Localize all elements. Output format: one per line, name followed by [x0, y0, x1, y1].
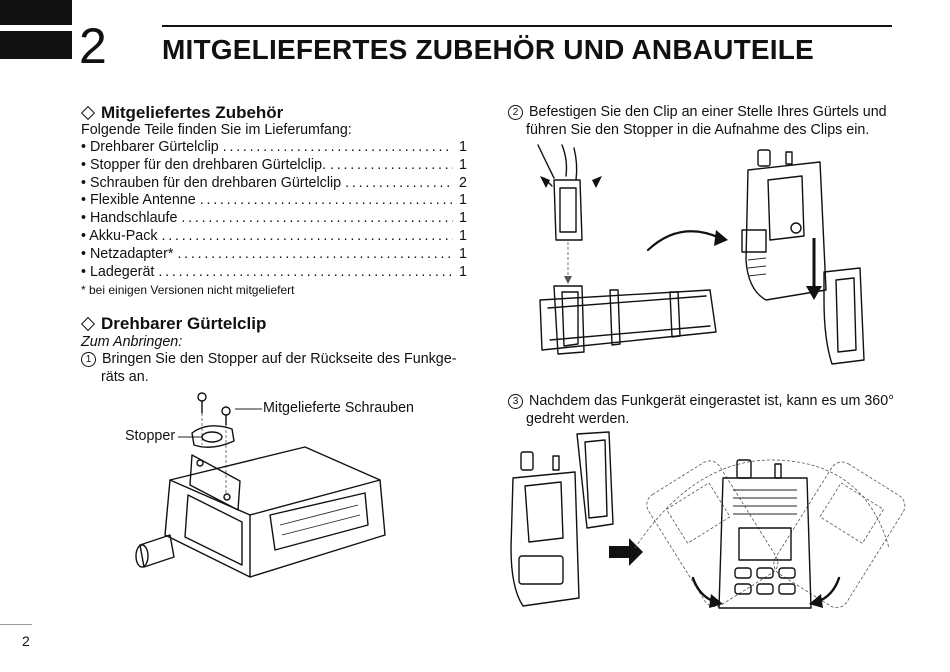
step-3-line-1: Nachdem das Funkgerät eingerastet ist, k… — [529, 393, 894, 409]
diamond-bullet-icon — [80, 105, 96, 120]
callout-screws: Mitgelieferte Schrauben — [263, 400, 414, 416]
accessories-list: • Drehbarer Gürtelclip1 • Stopper für de… — [81, 139, 467, 281]
step-2-marker: 2 — [508, 105, 523, 120]
section-heading-accessories: Mitgeliefertes Zubehör — [80, 103, 283, 123]
step-2-line-2: führen Sie den Stopper in die Aufnahme d… — [526, 122, 870, 138]
callout-stopper: Stopper — [125, 428, 176, 444]
step-3-line-2: gedreht werden. — [526, 411, 630, 427]
step-2-text: 2 Befestigen Sie den Clip an einer Stelle… — [508, 103, 887, 121]
section-heading-belt-clip-text: Drehbarer Gürtelclip — [101, 314, 267, 333]
list-item: • Flexible Antenne1 — [81, 192, 467, 210]
list-item: • Ladegerät1 — [81, 264, 467, 282]
title-rule — [162, 25, 892, 27]
list-item: • Stopper für den drehbaren Gürtelclip.1 — [81, 157, 467, 175]
chapter-tab-bar-top — [0, 0, 72, 25]
belt-clip-subheading: Zum Anbringen: — [81, 334, 183, 350]
accessories-footnote: * bei einigen Versionen nicht mitgeliefe… — [81, 283, 295, 297]
list-item: • Drehbarer Gürtelclip1 — [81, 139, 467, 157]
arrow-right-icon — [609, 538, 643, 566]
step-3-text: 3 Nachdem das Funkgerät eingerastet ist, … — [508, 392, 894, 410]
page-number: 2 — [22, 633, 30, 649]
chapter-title: MITGELIEFERTES ZUBEHÖR UND ANBAUTEILE — [162, 34, 814, 65]
down-arrow-icon — [540, 176, 550, 188]
rotate-arrow-icon — [714, 230, 728, 246]
radio-rotation-illustration — [510, 431, 906, 609]
radio-back-stopper-illustration — [135, 392, 386, 578]
section-heading-accessories-text: Mitgeliefertes Zubehör — [101, 103, 284, 122]
footer-rule — [0, 624, 32, 625]
section-heading-belt-clip: Drehbarer Gürtelclip — [80, 314, 266, 334]
list-item: • Netzadapter*1 — [81, 246, 467, 264]
diamond-bullet-icon — [80, 316, 96, 331]
list-item: • Akku-Pack1 — [81, 228, 467, 246]
chapter-number: 2 — [79, 18, 107, 74]
step-1-line-2: räts an. — [101, 369, 149, 385]
list-item: • Schrauben für den drehbaren Gürtelclip… — [81, 175, 467, 193]
step-3-marker: 3 — [508, 394, 523, 409]
step-1-text: 1 Bringen Sie den Stopper auf der Rücksei… — [81, 350, 456, 368]
clip-on-belt-illustration — [537, 144, 865, 365]
list-item: • Handschlaufe1 — [81, 210, 467, 228]
step-2-line-1: Befestigen Sie den Clip an einer Stelle … — [529, 104, 887, 120]
chapter-tab-bar-bottom — [0, 31, 72, 59]
step-1-marker: 1 — [81, 352, 96, 367]
accessories-intro: Folgende Teile finden Sie im Lieferumfan… — [81, 122, 352, 138]
step-1-line-1: Bringen Sie den Stopper auf der Rückseit… — [102, 351, 457, 367]
